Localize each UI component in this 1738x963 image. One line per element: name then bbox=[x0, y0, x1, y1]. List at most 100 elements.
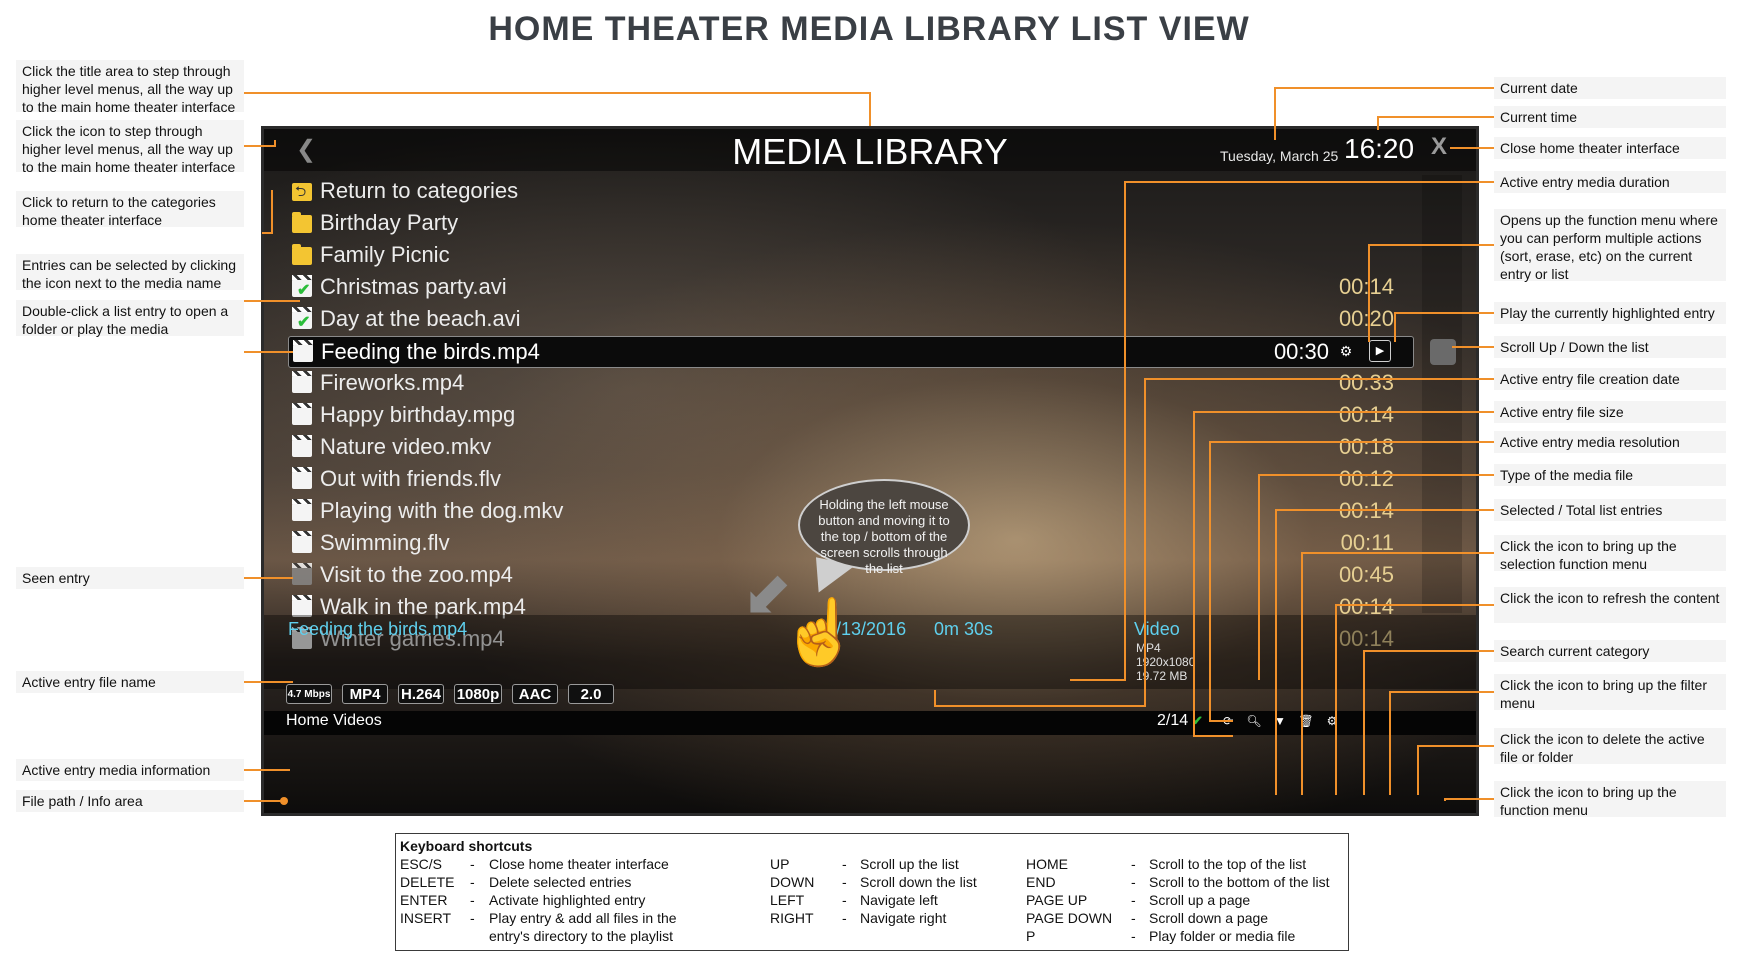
list-item-duration: 00:14 bbox=[1338, 274, 1394, 299]
selected-total-counter: 2/14 bbox=[1157, 712, 1189, 729]
annotation-selection-menu: Click the icon to bring up the selection… bbox=[1494, 535, 1726, 572]
list-item[interactable]: Family Picnic bbox=[288, 240, 1414, 272]
active-file-size: 19.72 MB bbox=[1136, 669, 1188, 683]
clapperboard-icon[interactable] bbox=[292, 403, 312, 425]
list-item-name: Fireworks.mp4 bbox=[320, 370, 465, 395]
clapperboard-icon[interactable] bbox=[292, 627, 312, 649]
list-item-name: Family Picnic bbox=[320, 242, 450, 267]
clapperboard-icon[interactable] bbox=[293, 340, 313, 362]
annotation-double-click: Double-click a list entry to open a fold… bbox=[16, 300, 244, 337]
active-media-format: MP4 bbox=[1136, 641, 1161, 655]
shortcut-desc: Scroll down the list bbox=[860, 874, 977, 890]
shortcuts-title: Keyboard shortcuts bbox=[400, 838, 533, 854]
list-item-name: Walk in the park.mp4 bbox=[320, 594, 526, 619]
video-codec-badge: H.264 bbox=[398, 684, 444, 704]
filter-icon[interactable]: ▼ bbox=[1274, 714, 1286, 728]
annotation-media-duration: Active entry media duration bbox=[1494, 171, 1726, 193]
shortcut-key: ESC/S bbox=[400, 856, 443, 872]
clapperboard-icon[interactable] bbox=[292, 435, 312, 457]
audio-channels-badge: 2.0 bbox=[568, 684, 614, 704]
list-item[interactable]: Birthday Party bbox=[288, 208, 1414, 240]
shortcut-key: INSERT bbox=[400, 910, 452, 926]
clapperboard-icon[interactable] bbox=[292, 595, 312, 617]
audio-codec-badge: AAC bbox=[512, 684, 558, 704]
scroll-track[interactable] bbox=[1422, 175, 1462, 613]
back-arrow-icon[interactable]: ❮ bbox=[296, 136, 317, 163]
annotation-creation-date: Active entry file creation date bbox=[1494, 368, 1726, 390]
selected-check-icon: ✔ bbox=[297, 314, 311, 331]
clapperboard-icon[interactable] bbox=[292, 563, 312, 585]
folder-icon[interactable] bbox=[292, 212, 312, 233]
annotation-active-file-name: Active entry file name bbox=[16, 671, 244, 693]
annotation-seen-entry: Seen entry bbox=[16, 567, 244, 589]
list-item[interactable]: Fireworks.mp4 00:33 bbox=[288, 368, 1414, 400]
annotation-filter-menu: Click the icon to bring up the filter me… bbox=[1494, 674, 1726, 711]
shortcut-desc: Scroll up the list bbox=[860, 856, 959, 872]
list-item-duration: 00:12 bbox=[1338, 466, 1394, 491]
annotation-close-interface: Close home theater interface bbox=[1494, 137, 1726, 159]
list-item[interactable]: Return to categories bbox=[288, 176, 1414, 208]
active-media-type: Video bbox=[1134, 619, 1180, 639]
shortcut-key: END bbox=[1026, 874, 1056, 890]
list-item-duration: 00:20 bbox=[1338, 306, 1394, 331]
annotation-back-icon: Click the icon to step through higher le… bbox=[16, 120, 244, 175]
entry-function-menu-gear-icon[interactable]: ⚙ bbox=[1339, 343, 1353, 359]
gear-icon[interactable]: ⚙ bbox=[1326, 714, 1338, 728]
shortcut-desc: Navigate left bbox=[860, 892, 938, 908]
shortcut-key: PAGE DOWN bbox=[1026, 910, 1113, 926]
list-item-duration: 00:14 bbox=[1338, 498, 1394, 523]
current-time: 16:20 bbox=[1344, 133, 1415, 164]
shortcut-desc: Scroll up a page bbox=[1149, 892, 1251, 908]
folder-up-icon[interactable] bbox=[292, 181, 312, 205]
active-file-name: Feeding the birds.mp4 bbox=[288, 619, 468, 639]
search-icon[interactable]: 🔍︎ bbox=[1246, 714, 1262, 728]
refresh-icon[interactable]: ⟳ bbox=[1222, 714, 1234, 728]
shortcut-key: HOME bbox=[1026, 856, 1068, 872]
clapperboard-icon[interactable] bbox=[292, 371, 312, 393]
shortcut-key: DOWN bbox=[770, 874, 815, 890]
footer-bar bbox=[264, 711, 1476, 735]
clapperboard-icon[interactable]: ✔ bbox=[292, 307, 312, 331]
close-icon[interactable]: X bbox=[1430, 133, 1447, 160]
annotation-delete: Click the icon to delete the active file… bbox=[1494, 728, 1726, 765]
annotation-current-date: Current date bbox=[1494, 77, 1726, 99]
container-badge: MP4 bbox=[342, 684, 388, 704]
play-icon[interactable]: ▶ bbox=[1369, 340, 1391, 362]
clapperboard-icon[interactable] bbox=[292, 499, 312, 521]
shortcut-key: UP bbox=[770, 856, 790, 872]
selected-check-icon: ✔ bbox=[297, 282, 311, 299]
annotation-function-menu-footer: Click the icon to bring up the function … bbox=[1494, 781, 1726, 818]
screen-title[interactable]: MEDIA LIBRARY bbox=[732, 131, 1008, 172]
shortcut-desc: Scroll to the top of the list bbox=[1149, 856, 1307, 872]
list-item-name: Feeding the birds.mp4 bbox=[321, 339, 540, 364]
shortcut-desc: Navigate right bbox=[860, 910, 947, 926]
folder-icon[interactable] bbox=[292, 244, 312, 265]
keyboard-shortcuts-panel: Keyboard shortcuts ESC/S - Close home th… bbox=[395, 833, 1349, 951]
trash-icon[interactable]: 🗑︎ bbox=[1298, 714, 1314, 728]
annotation-file-path: File path / Info area bbox=[16, 790, 244, 812]
annotation-return-categories: Click to return to the categories home t… bbox=[16, 191, 244, 228]
annotation-media-information: Active entry media information bbox=[16, 759, 244, 781]
list-item-name: Playing with the dog.mkv bbox=[320, 498, 564, 523]
list-item-duration: 00:33 bbox=[1338, 370, 1394, 395]
active-media-resolution: 1920x1080 bbox=[1136, 655, 1196, 669]
annotation-scroll-list: Scroll Up / Down the list bbox=[1494, 336, 1726, 358]
clapperboard-icon[interactable] bbox=[292, 467, 312, 489]
scroll-handle[interactable] bbox=[1430, 339, 1456, 365]
clapperboard-icon[interactable]: ✔ bbox=[292, 275, 312, 299]
shortcut-key: P bbox=[1026, 928, 1036, 944]
list-item-duration: 00:18 bbox=[1338, 434, 1394, 459]
shortcut-desc: Scroll down a page bbox=[1149, 910, 1269, 926]
shortcut-desc: Activate highlighted entry bbox=[489, 892, 646, 908]
shortcut-key: RIGHT bbox=[770, 910, 814, 926]
list-item-name: Birthday Party bbox=[320, 210, 459, 235]
clapperboard-icon[interactable] bbox=[292, 531, 312, 553]
list-item-name: Out with friends.flv bbox=[320, 466, 501, 491]
annotation-file-size: Active entry file size bbox=[1494, 401, 1726, 423]
selection-check-icon[interactable]: ✔ bbox=[1192, 713, 1203, 728]
